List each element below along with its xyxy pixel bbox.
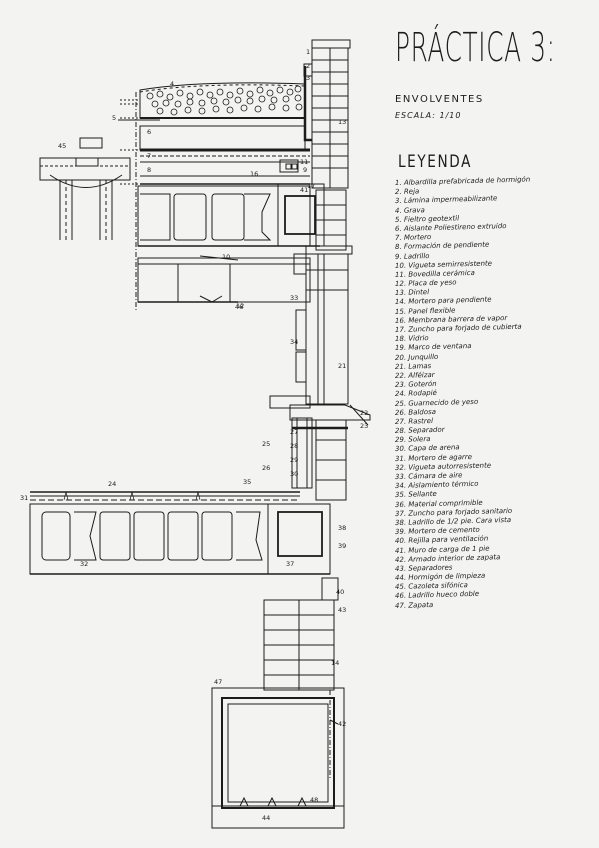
callout-46: 46 xyxy=(235,303,243,311)
callout-11: 11 xyxy=(300,158,308,166)
callout-6: 6 xyxy=(147,128,151,136)
callout-12: 12 xyxy=(236,302,244,310)
callout-14: 14 xyxy=(331,659,339,667)
callout-17: 17 xyxy=(307,182,315,190)
foundation-wall xyxy=(263,577,339,780)
callout-10: 10 xyxy=(222,253,230,261)
page-title: PRÁCTICA 3: xyxy=(395,25,556,71)
callout-33: 33 xyxy=(290,294,298,302)
callout-30: 30 xyxy=(290,470,298,478)
callout-42: 42 xyxy=(338,720,346,728)
callout-13: 13 xyxy=(338,118,346,126)
callout-37: 37 xyxy=(286,560,294,568)
callout-35: 35 xyxy=(243,478,251,486)
footing xyxy=(211,687,345,829)
parapet xyxy=(303,39,351,189)
callout-45: 45 xyxy=(58,142,66,150)
callout-labels: 4 1 2 3 5 6 7 8 9 10 11 12 13 14 16 17 2… xyxy=(20,48,368,822)
callout-7: 7 xyxy=(147,152,151,160)
callout-48: 48 xyxy=(310,796,318,804)
callout-23: 23 xyxy=(360,422,368,430)
callout-27: 27 xyxy=(290,428,298,436)
callout-1: 1 xyxy=(306,48,310,56)
callout-41: 41 xyxy=(300,186,308,194)
callout-2: 2 xyxy=(306,62,310,70)
callout-38: 38 xyxy=(338,524,346,532)
callout-40: 40 xyxy=(336,588,344,596)
callout-4: 4 xyxy=(170,80,174,88)
callout-8: 8 xyxy=(147,166,151,174)
callout-31: 31 xyxy=(20,494,28,502)
floor-slab xyxy=(29,491,331,575)
callout-32: 32 xyxy=(80,560,88,568)
callout-25: 25 xyxy=(262,440,270,448)
callout-22: 22 xyxy=(360,409,368,417)
top-slab xyxy=(137,159,325,303)
page-subtitle: ENVOLVENTES xyxy=(395,94,484,105)
roof-layers xyxy=(118,82,310,310)
callout-5: 5 xyxy=(112,114,116,122)
callout-26: 26 xyxy=(262,464,270,472)
callout-16: 16 xyxy=(250,170,258,178)
callout-9: 9 xyxy=(303,166,307,174)
cazoleta-sifonica xyxy=(39,137,131,240)
callout-43: 43 xyxy=(338,606,346,614)
callout-44: 44 xyxy=(262,814,270,822)
callout-24: 24 xyxy=(108,480,116,488)
wall-window xyxy=(269,189,371,501)
callout-29: 29 xyxy=(290,456,298,464)
callout-21: 21 xyxy=(338,362,346,370)
callout-28: 28 xyxy=(290,442,298,450)
callout-3: 3 xyxy=(306,74,310,82)
callout-34: 34 xyxy=(290,338,298,346)
legend-heading: LEYENDA xyxy=(398,152,472,172)
gravel xyxy=(146,85,303,116)
drawing-scale: ESCALA: 1/10 xyxy=(395,111,462,120)
callout-39: 39 xyxy=(338,542,346,550)
legend-list: 1. Albardilla prefabricada de hormigón 2… xyxy=(395,175,595,611)
callout-47: 47 xyxy=(214,678,222,686)
